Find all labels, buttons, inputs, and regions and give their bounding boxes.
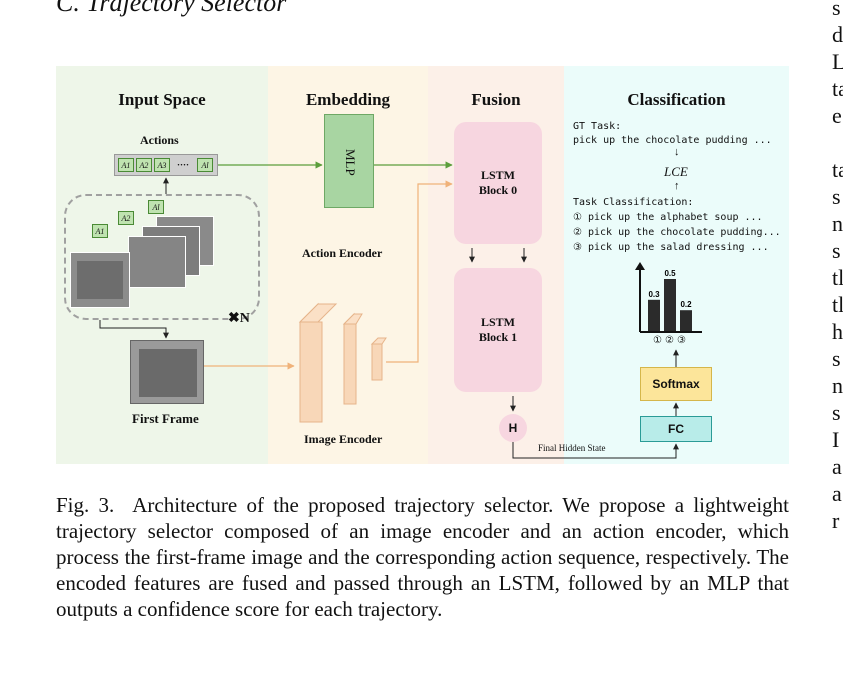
frame-scene bbox=[77, 261, 123, 299]
bar-category-2: ② bbox=[664, 335, 677, 346]
first-frame-label: First Frame bbox=[132, 411, 199, 426]
right-column-fragment: e bbox=[832, 103, 842, 128]
right-column-fragment: s bbox=[832, 346, 841, 371]
action-token-l: Al bbox=[197, 158, 213, 172]
bar-category-labels: ①②③ bbox=[653, 335, 689, 346]
section-heading: C. Trajectory Selector bbox=[56, 0, 287, 17]
caption-label: Fig. 3. bbox=[56, 493, 115, 517]
bar-1 bbox=[648, 299, 660, 331]
right-column-fragment: s bbox=[832, 0, 841, 20]
lstm-block-0-label: LSTM Block 0 bbox=[478, 168, 518, 197]
right-column-fragments: sdLtaetasnstltlhsnsIaar bbox=[832, 0, 843, 534]
confidence-bar-chart: 0.3 0.5 0.2 bbox=[635, 262, 702, 333]
stack-token-1: A1 bbox=[92, 224, 108, 238]
image-encoder-label: Image Encoder bbox=[304, 432, 383, 446]
bar-3 bbox=[680, 310, 692, 331]
right-column-fragment: ta bbox=[832, 76, 843, 101]
loss-label: LCE bbox=[664, 164, 688, 179]
right-column-fragment: I bbox=[832, 427, 840, 452]
mlp-label: MLP bbox=[343, 148, 358, 176]
down-arrow-glyph: ↓ bbox=[674, 146, 680, 158]
bar-category-1: ① bbox=[653, 335, 665, 346]
first-frame-scene bbox=[139, 349, 197, 397]
first-frame-image bbox=[130, 340, 204, 404]
caption-text: Architecture of the proposed trajectory … bbox=[56, 493, 789, 621]
action-sequence-bar: A1 A2 A3 ···· Al bbox=[114, 154, 218, 176]
lstm-block-0: LSTM Block 0 bbox=[454, 122, 542, 244]
task-option-3: ③ pick up the salad dressing ... bbox=[573, 242, 769, 253]
architecture-figure: Input Space Embedding Fusion Classificat… bbox=[56, 66, 789, 464]
right-column-fragment: a bbox=[832, 454, 842, 479]
trajectory-group bbox=[64, 194, 260, 320]
panel-title-input: Input Space bbox=[118, 90, 206, 109]
right-column-fragment bbox=[832, 129, 843, 156]
action-token-3: A3 bbox=[154, 158, 170, 172]
stack-token-l: Al bbox=[148, 200, 164, 214]
actions-label: Actions bbox=[140, 133, 179, 147]
bar-value-label-1: 0.3 bbox=[648, 290, 660, 299]
figure-caption: Fig. 3.Architecture of the proposed traj… bbox=[56, 492, 789, 622]
right-column-fragment: d bbox=[832, 22, 843, 47]
panel-title-classification: Classification bbox=[627, 90, 726, 109]
frame-thumb-1 bbox=[70, 252, 130, 308]
right-column-fragment: a bbox=[832, 481, 842, 506]
action-encoder-label: Action Encoder bbox=[302, 246, 383, 260]
right-column-fragment: s bbox=[832, 238, 841, 263]
bar-category-3: ③ bbox=[676, 335, 689, 346]
bar-value-label-2: 0.5 bbox=[664, 269, 676, 278]
lstm-block-1-label: LSTM Block 1 bbox=[478, 315, 518, 344]
right-column-fragment: s bbox=[832, 400, 841, 425]
right-column-fragment: h bbox=[832, 319, 843, 344]
frame-thumb-2 bbox=[128, 236, 186, 288]
task-option-1: ① pick up the alphabet soup ... bbox=[573, 212, 763, 223]
right-column-fragment: tl bbox=[832, 265, 843, 290]
gt-task-text: pick up the chocolate pudding ... bbox=[573, 135, 772, 146]
right-column-fragment: L bbox=[832, 49, 843, 74]
gt-task-label: GT Task: bbox=[573, 121, 622, 132]
mlp-block: MLP bbox=[324, 114, 374, 208]
task-classification-label: Task Classification: bbox=[573, 197, 694, 208]
right-column-fragment: n bbox=[832, 211, 843, 236]
panel-title-fusion: Fusion bbox=[471, 90, 521, 109]
right-column-fragment: tl bbox=[832, 292, 843, 317]
repeat-n-label: ✖N bbox=[228, 311, 250, 326]
stack-token-2: A2 bbox=[118, 211, 134, 225]
image-encoder-shape bbox=[298, 302, 387, 423]
task-option-2: ② pick up the chocolate pudding... bbox=[573, 227, 781, 238]
up-arrow-glyph: ↑ bbox=[674, 180, 680, 192]
bar-value-label-3: 0.2 bbox=[680, 300, 692, 309]
right-column-fragment: r bbox=[832, 508, 840, 533]
fc-block: FC bbox=[640, 416, 712, 442]
softmax-block: Softmax bbox=[640, 367, 712, 401]
final-hidden-state-label: Final Hidden State bbox=[538, 443, 606, 453]
lstm-block-1: LSTM Block 1 bbox=[454, 268, 542, 392]
panel-title-embedding: Embedding bbox=[305, 90, 391, 109]
action-token-ellipsis: ···· bbox=[176, 160, 189, 170]
hidden-state-node: H bbox=[499, 414, 527, 442]
right-column-fragment: s bbox=[832, 184, 841, 209]
right-column-fragment: n bbox=[832, 373, 843, 398]
action-token-1: A1 bbox=[118, 158, 134, 172]
bar-2 bbox=[664, 279, 676, 331]
right-column-fragment: ta bbox=[832, 157, 843, 182]
action-token-2: A2 bbox=[136, 158, 152, 172]
